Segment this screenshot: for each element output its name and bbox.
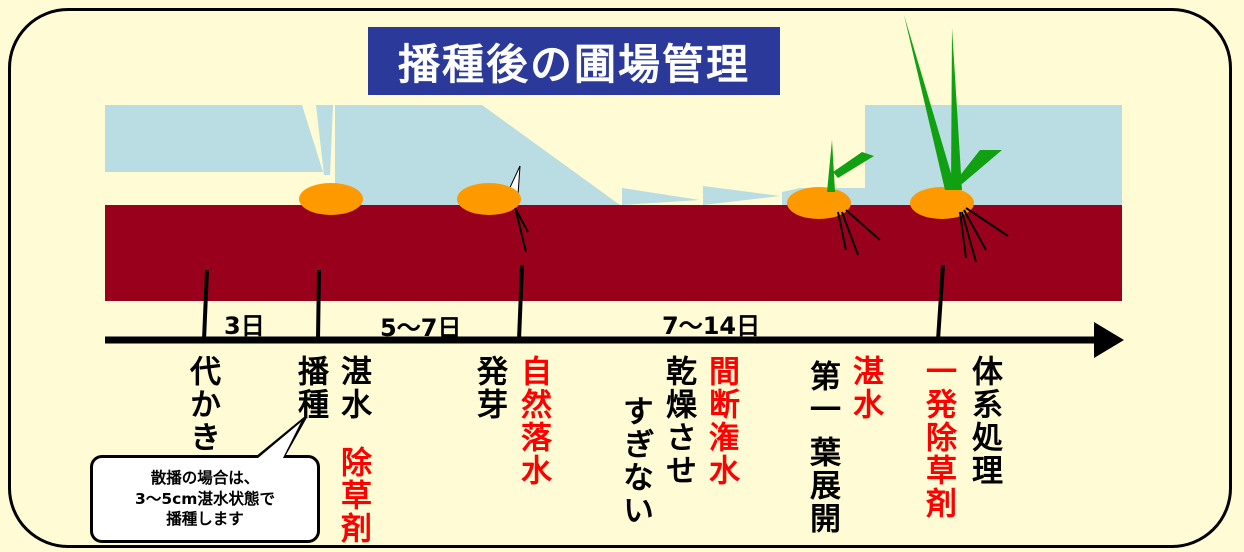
page-title: 播種後の圃場管理: [368, 27, 780, 95]
seed-germinated: [457, 183, 521, 215]
soil-layer: [105, 205, 1122, 301]
interval-label-3days: 3日: [224, 312, 265, 340]
label-dai1you-line2: 葉展開: [804, 436, 840, 535]
label-kandan-kansui: 間断潅水: [703, 355, 739, 487]
interval-label-7-14days: 7〜14日: [662, 312, 761, 340]
callout-line-3: 播種します: [166, 510, 244, 529]
callout-line-1: 散播の場合は、: [150, 468, 260, 487]
roots-first-leaf: [837, 209, 881, 256]
label-jososai: 除草剤: [335, 446, 371, 545]
label-dai1you-line1: 第一: [804, 360, 840, 426]
seed-grown: [910, 187, 974, 219]
label-shirokaki: 代かき: [184, 355, 220, 454]
seed-sown: [299, 183, 363, 215]
interval-label-5-7days: 5〜7日: [380, 314, 462, 342]
label-ippatsu-jososai: 一発除草剤: [920, 355, 956, 520]
timeline-marker-ippatsu: [936, 264, 945, 341]
water-draining: [335, 105, 620, 205]
label-tansui-1: 湛水: [335, 355, 371, 421]
water-flooded-before-sowing: [105, 105, 323, 172]
leaves-grown: [904, 15, 1002, 190]
water-puddle-2: [703, 186, 780, 205]
timeline-marker-hashu: [316, 269, 321, 341]
seed-first-leaf: [787, 187, 851, 219]
label-hatsuga: 発芽: [471, 355, 507, 421]
label-taikei-shori: 体系処理: [966, 355, 1002, 487]
timeline-marker-hatsuga: [517, 264, 524, 341]
water-small-wedge: [316, 105, 333, 175]
label-kansou-line1: 乾燥させ: [660, 355, 696, 487]
leaves-first-leaf: [827, 140, 874, 192]
roots-grown: [959, 207, 1009, 263]
label-kansou-line2: すぎない: [617, 395, 653, 527]
callout-line-2: 3〜5cm湛水状態で: [135, 489, 275, 508]
label-hashu: 播種: [292, 355, 328, 421]
callout-note: 散播の場合は、 3〜5cm湛水状態で 播種します: [90, 455, 320, 543]
timeline-arrowhead: [1094, 322, 1124, 358]
label-tansui-2: 湛水: [847, 355, 883, 421]
diagram-frame: [8, 8, 1232, 548]
water-puddle-1: [622, 188, 700, 205]
label-shizen-rakusui: 自然落水: [515, 355, 551, 487]
roots-germinated: [514, 207, 529, 253]
timeline-marker-shirokaki: [202, 269, 209, 341]
